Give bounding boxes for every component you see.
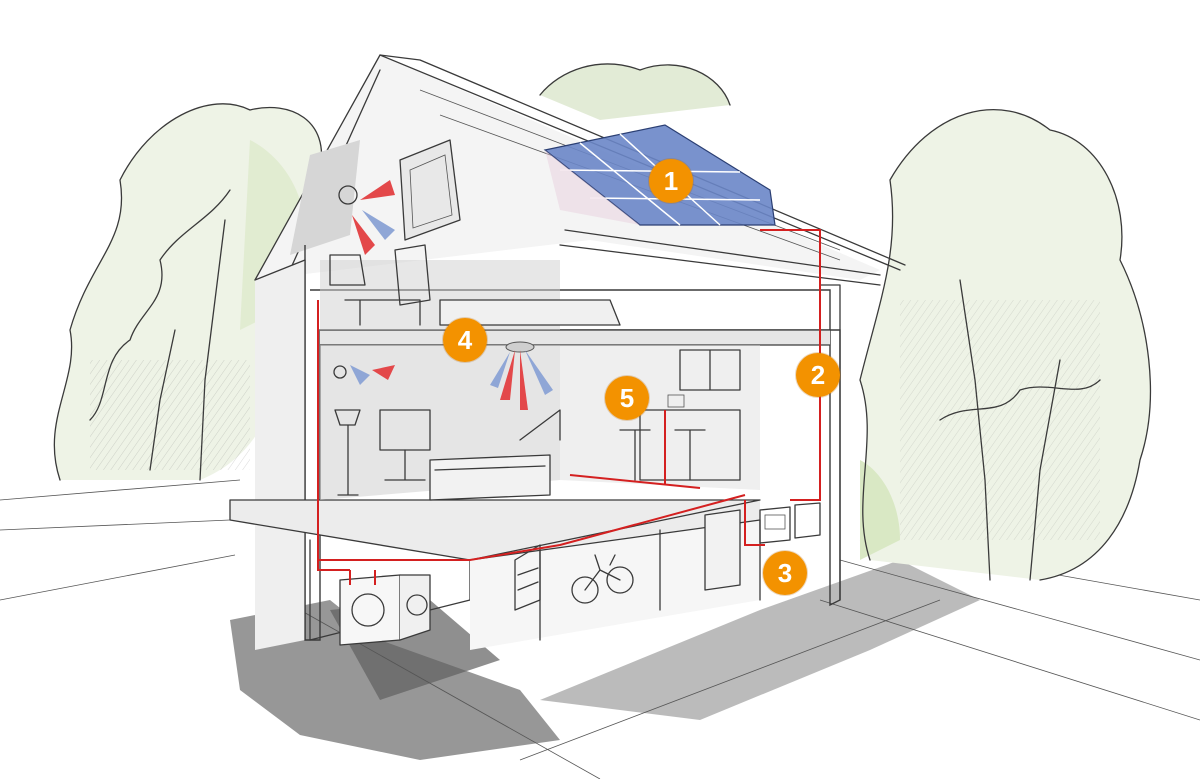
inverter-meter (759, 502, 821, 544)
bicycle (571, 554, 634, 604)
tree-right (859, 108, 1152, 581)
water-heater (704, 509, 741, 591)
basement-items (339, 509, 741, 646)
tree-left (53, 103, 323, 481)
marker-ventilation[interactable]: 4 (443, 318, 487, 362)
kitchen-appliances (619, 349, 741, 481)
marker-solar-panels[interactable]: 1 (649, 159, 693, 203)
skylight (399, 139, 461, 241)
attic-furniture (329, 244, 621, 326)
marker-inverter[interactable]: 3 (763, 551, 807, 595)
tree-behind-roof (539, 63, 731, 120)
ground-lines (0, 479, 1200, 779)
marker-wiring[interactable]: 2 (796, 353, 840, 397)
ventilation-heat-pump (333, 180, 553, 410)
living-room (334, 409, 561, 501)
marker-kitchen[interactable]: 5 (605, 376, 649, 420)
